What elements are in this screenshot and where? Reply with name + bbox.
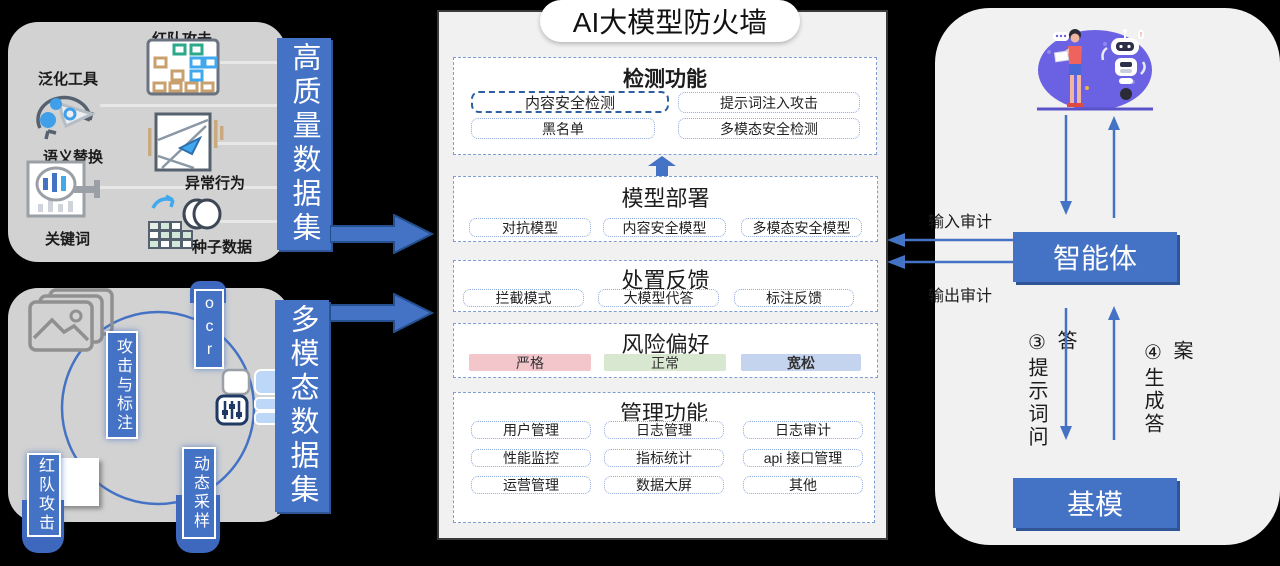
arrow-output-audit: [887, 255, 1013, 269]
chip-log-mgmt: 日志管理: [604, 421, 724, 439]
up-arrow-icon: [648, 156, 676, 176]
keyword-search-icon: [26, 160, 100, 218]
mm-dataset-bar: 多模态数据集: [275, 300, 329, 512]
generalize-cycle-icon: [36, 95, 97, 140]
arrow-up-gen-answer: [1108, 306, 1120, 440]
flow-arrow-hq: [330, 214, 434, 254]
mm-item-red-team: 红队攻击: [27, 453, 61, 537]
chip-adversarial-model: 对抗模型: [469, 218, 591, 237]
base-model-box: 基模: [1013, 478, 1177, 528]
firewall-title: AI大模型防火墙: [540, 0, 800, 42]
section-deploy: 模型部署 对抗模型 内容安全模型 多模态安全模型: [453, 176, 878, 242]
mm-item-ocr: ocr: [194, 289, 224, 369]
section-risk: 风险偏好 严格 正常 宽松: [453, 323, 878, 378]
red-team-grid-icon: [146, 38, 220, 96]
svg-text:!: !: [1140, 32, 1142, 39]
section-feedback: 处置反馈 拦截模式 大模型代答 标注反馈: [453, 260, 878, 312]
section-title: 风险偏好: [621, 332, 710, 357]
connector-line: [100, 104, 280, 107]
chip-metric-stats: 指标统计: [604, 449, 724, 467]
connector-line: [95, 186, 280, 189]
chip-annotate-feedback: 标注反馈: [734, 289, 854, 307]
item-label: 异常行为: [185, 175, 246, 192]
chip-other: 其他: [743, 476, 863, 494]
chip-api-mgmt: api 接口管理: [743, 449, 863, 467]
item-label: 泛化工具: [38, 71, 99, 88]
section-title: 处置反馈: [621, 268, 710, 293]
sample-card: [57, 458, 99, 506]
chip-data-screen: 数据大屏: [604, 476, 724, 494]
agent-box: 智能体: [1013, 232, 1177, 282]
output-audit-label: 输出审计: [928, 288, 993, 305]
arrow-input-audit: [887, 233, 1013, 247]
chip-multimodal-model: 多模态安全模型: [741, 218, 862, 237]
image-stack-icon: [28, 288, 114, 352]
chip-perf-monitor: 性能监控: [471, 449, 591, 467]
section-manage: 管理功能 用户管理 日志管理 日志审计 性能监控 指标统计 api 接口管理 运…: [453, 392, 875, 523]
chip-intercept-mode: 拦截模式: [463, 289, 584, 307]
section-detect: 检测功能 内容安全检测 提示词注入攻击 黑名单 多模态安全检测: [453, 57, 877, 155]
connector-line: [220, 220, 280, 223]
hq-dataset-bar: 高质量数据集: [277, 38, 331, 250]
chip-prompt-injection: 提示词注入攻击: [678, 92, 860, 113]
arrow-down-prompt-qa: [1060, 308, 1072, 440]
step4-label: ④生成答案: [1141, 340, 1192, 436]
chip-multimodal-detect: 多模态安全检测: [678, 118, 860, 139]
connector-line: [220, 61, 280, 64]
chip-ops-mgmt: 运营管理: [471, 476, 591, 494]
chip-blacklist: 黑名单: [471, 118, 655, 139]
mm-item-dynamic-sampling: 动态采样: [182, 447, 216, 539]
chip-llm-answer: 大模型代答: [598, 289, 719, 307]
item-label: 关键词: [45, 231, 91, 248]
chip-log-audit: 日志审计: [743, 421, 863, 439]
section-title: 模型部署: [621, 186, 710, 211]
step3-label: ③提示词问答: [1025, 330, 1076, 449]
flow-arrow-mm: [330, 293, 434, 333]
seed-data-icon: [148, 194, 222, 249]
connector-line: [215, 142, 280, 145]
arrow-down-user-to-agent: [1060, 115, 1072, 215]
arrow-up-agent-to-user: [1108, 116, 1120, 218]
section-title: 检测功能: [623, 68, 707, 91]
mm-item-attack-annotate: 攻击与标注: [106, 331, 138, 439]
chip-user-mgmt: 用户管理: [471, 421, 591, 439]
anomaly-behavior-icon: [148, 112, 224, 172]
item-label: 种子数据: [192, 239, 253, 256]
cycle-arc: [60, 310, 256, 506]
chip-content-safety-detect: 内容安全检测: [471, 91, 669, 113]
chip-risk-normal: 正常: [604, 354, 726, 371]
person-robot-illustration: !: [1037, 29, 1153, 111]
chip-risk-strict: 严格: [469, 354, 591, 371]
input-audit-label: 输入审计: [928, 214, 993, 231]
chip-risk-loose: 宽松: [741, 354, 861, 371]
chip-content-safety-model: 内容安全模型: [603, 218, 726, 237]
